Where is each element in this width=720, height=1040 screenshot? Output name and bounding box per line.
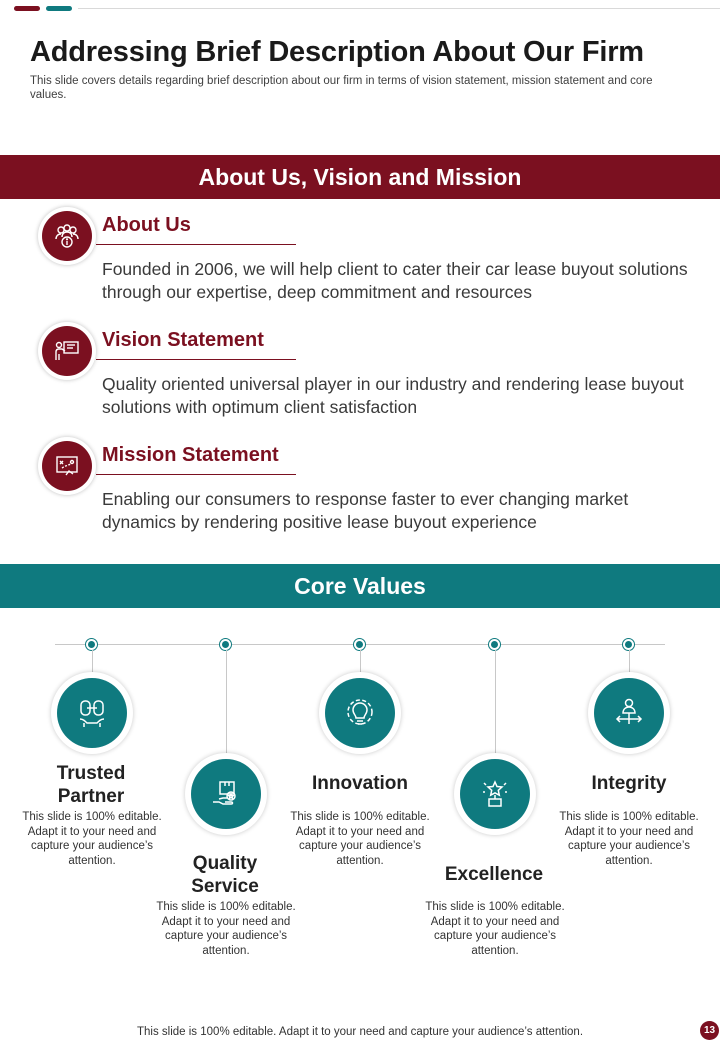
core-values-band-title: Core Values: [294, 572, 426, 599]
trophy-star-icon: [454, 753, 536, 835]
mission-underline: [96, 474, 296, 475]
about-band-title: About Us, Vision and Mission: [198, 163, 522, 190]
mission-text: Enabling our consumers to response faste…: [102, 489, 629, 532]
timeline-dot: [86, 639, 97, 650]
core-value-title-trusted-partner: Trusted Partner: [21, 762, 161, 808]
top-divider: [78, 8, 720, 9]
core-value-title-quality-service: Quality Service: [155, 852, 295, 898]
core-value-desc-innovation: This slide is 100% editable. Adapt it to…: [290, 811, 430, 867]
vision-block: Vision Statement Quality oriented univer…: [0, 313, 720, 423]
core-value-desc-excellence: This slide is 100% editable. Adapt it to…: [425, 901, 565, 957]
page-title: Addressing Brief Description About Our F…: [30, 36, 644, 68]
accent-bar-teal: [46, 6, 72, 11]
page-subtitle: This slide covers details regarding brie…: [30, 75, 653, 101]
timeline-stem: [629, 650, 630, 674]
core-value-desc-integrity: This slide is 100% editable. Adapt it to…: [559, 811, 699, 867]
title-line: Service: [191, 876, 259, 897]
core-value-title-innovation: Innovation: [290, 772, 430, 795]
about-us-underline: [96, 244, 296, 245]
core-values-band: Core Values: [0, 564, 720, 608]
accent-bar-red: [14, 6, 40, 11]
title-line: Excellence: [444, 864, 544, 885]
core-value-desc-trusted-partner: This slide is 100% editable. Adapt it to…: [22, 811, 162, 867]
title-line: Integrity: [591, 773, 667, 794]
strategy-plan-icon: [38, 437, 96, 495]
about-band: About Us, Vision and Mission: [0, 155, 720, 199]
timeline-dot: [220, 639, 231, 650]
title-line: Innovation: [311, 773, 409, 794]
timeline-dot: [354, 639, 365, 650]
mission-heading: Mission Statement: [102, 444, 279, 466]
about-us-text: Founded in 2006, we will help client to …: [102, 259, 688, 302]
vision-underline: [96, 359, 296, 360]
vision-heading: Vision Statement: [102, 329, 264, 351]
about-us-block: About Us Founded in 2006, we will help c…: [0, 198, 720, 308]
timeline-dot: [623, 639, 634, 650]
team-info-icon: [38, 207, 96, 265]
about-us-heading: About Us: [102, 214, 191, 236]
vision-text: Quality oriented universal player in our…: [102, 374, 684, 417]
timeline-stem: [226, 650, 227, 754]
footer-note: This slide is 100% editable. Adapt it to…: [136, 1026, 584, 1038]
mission-block: Mission Statement Enabling our consumers…: [0, 428, 720, 538]
bulb-gear-icon: [319, 672, 401, 754]
timeline-dot: [489, 639, 500, 650]
core-value-title-excellence: Excellence: [424, 863, 564, 886]
timeline-stem: [495, 650, 496, 754]
person-arrows-icon: [588, 672, 670, 754]
core-value-title-integrity: Integrity: [559, 772, 699, 795]
timeline-stem: [360, 650, 361, 674]
title-line: Quality: [192, 853, 258, 874]
handshake-link-icon: [51, 672, 133, 754]
presentation-board-icon: [38, 322, 96, 380]
page-number-badge: 13: [700, 1021, 719, 1040]
title-line: Trusted: [56, 763, 126, 784]
timeline-stem: [92, 650, 93, 674]
core-value-desc-quality-service: This slide is 100% editable. Adapt it to…: [156, 901, 296, 957]
quality-box-icon: [185, 753, 267, 835]
title-line: Partner: [57, 786, 125, 807]
